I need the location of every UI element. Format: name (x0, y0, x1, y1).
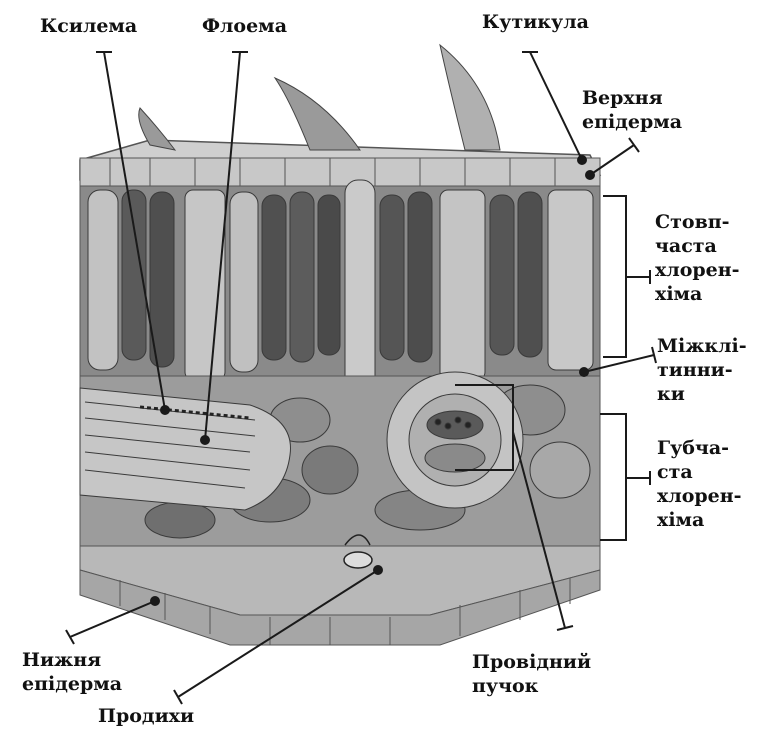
spongy-chlorenchyma-label: Губча- ста хлорен- хіма (657, 436, 742, 532)
palisade-chlorenchyma-label: Стовп- часта хлорен- хіма (655, 210, 740, 306)
spongy-bracket (600, 414, 626, 540)
cuticle-label: Кутикула (482, 10, 589, 34)
lower-epidermis-leader (70, 601, 155, 637)
upper-epidermis-band (80, 158, 600, 186)
upper-epidermis-label: Верхня епідерма (582, 86, 682, 134)
leaf-block-illustration (80, 45, 600, 645)
phloem-label: Флоема (202, 14, 287, 38)
vascular-bundle-crosssection (387, 372, 523, 508)
vascular-bundle-label: Провідний пучок (472, 650, 591, 698)
cuticle-leader (530, 52, 582, 160)
intercellular-spaces-label: Міжклі- тинни- ки (657, 334, 747, 406)
trichome-3 (440, 45, 500, 150)
xylem-label: Ксилема (40, 14, 137, 38)
lower-epidermis-label: Нижня епідерма (22, 648, 122, 696)
palisade-bracket (603, 196, 626, 357)
stomata-label: Продихи (98, 704, 194, 728)
trichome-2 (275, 78, 360, 150)
